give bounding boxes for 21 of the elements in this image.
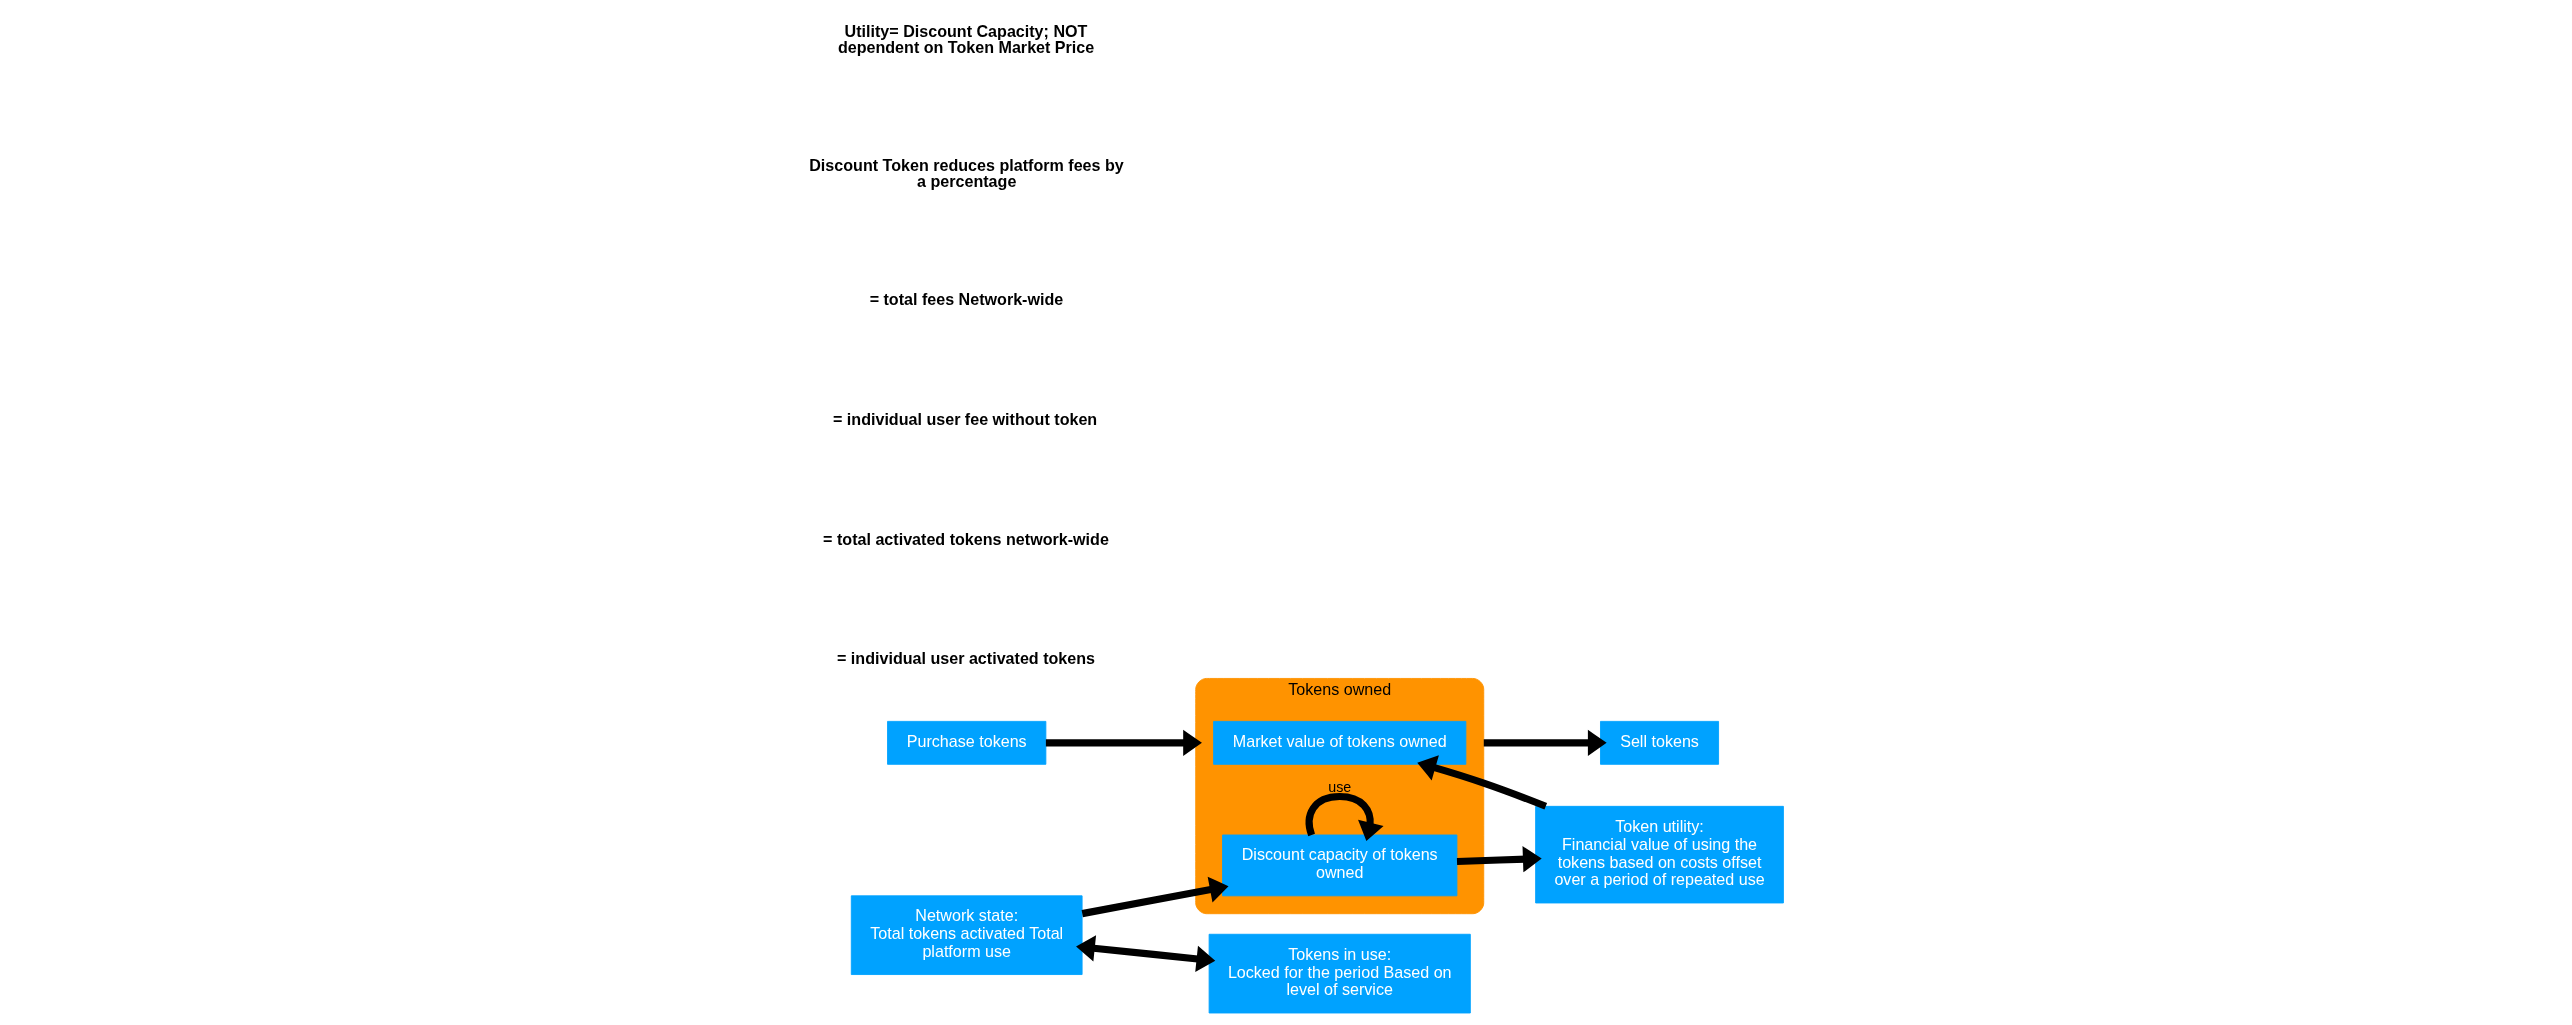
label: = total fees Network-wide [869, 289, 1063, 308]
node-box: Sell tokens [1599, 720, 1719, 765]
arrow [1456, 846, 1542, 873]
label: Utility= Discount Capacity; NOT dependent on Token Market Price [837, 21, 1094, 56]
node-box: Purchase tokens [886, 720, 1046, 765]
arrow [1045, 729, 1202, 756]
node-box: Discount capacity of tokens owned [1221, 834, 1457, 897]
label: = total activated tokens network-wide [822, 529, 1109, 548]
label: = individual user activated tokens [836, 649, 1095, 668]
label: Discount Token reduces platform fees by a percentage [808, 155, 1124, 190]
node-box: Market value of tokens owned [1212, 720, 1466, 765]
arrow [1081, 876, 1229, 918]
arrow [1305, 792, 1384, 841]
edge-label: use [1327, 778, 1351, 795]
arrow [1483, 729, 1607, 756]
node-box: Tokens in use: Locked for the period Based on level of service [1208, 933, 1471, 1014]
arrow [1416, 755, 1547, 810]
node-box: Network state: Total tokens activated Total platform use [850, 895, 1083, 975]
label: = individual user fee without token [832, 409, 1097, 428]
node-box: Token utility: Financial value of using the tokens based on costs offset over a period of repeated use [1534, 805, 1784, 904]
arrow [1075, 935, 1215, 972]
